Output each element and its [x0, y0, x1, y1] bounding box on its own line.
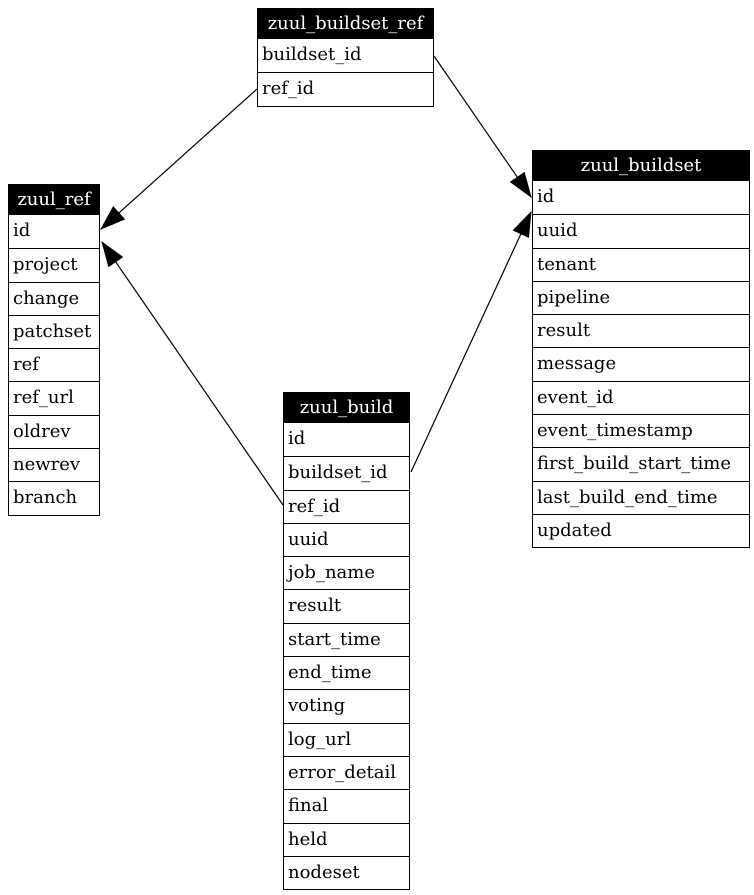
table-column: uuid: [284, 522, 409, 557]
table-column: end_time: [284, 656, 409, 690]
table-column: buildset_id: [284, 456, 409, 490]
table-title: zuul_build: [284, 393, 409, 423]
table-column: held: [284, 822, 409, 856]
table-column: pipeline: [533, 280, 749, 315]
table-column: buildset_id: [258, 39, 433, 73]
table-column: branch: [9, 481, 99, 515]
table-title: zuul_buildset: [533, 151, 749, 181]
table-column: ref_id: [284, 489, 409, 523]
relationship-edge-zuul_buildset_ref-ref_id: [100, 88, 258, 230]
table-column: event_timestamp: [533, 414, 749, 448]
table-column: message: [533, 347, 749, 381]
table-column: first_build_start_time: [533, 447, 749, 481]
table-column: id: [9, 215, 99, 249]
table-column: ref_url: [9, 381, 99, 415]
table-column: id: [533, 181, 749, 215]
table-column: tenant: [533, 247, 749, 281]
relationship-edge-zuul_buildset_ref-buildset_id: [433, 55, 532, 199]
table-column: start_time: [284, 622, 409, 657]
table-column: updated: [533, 513, 749, 548]
table-column: final: [284, 789, 409, 823]
table-column: oldrev: [9, 414, 99, 449]
table-column: last_build_end_time: [533, 480, 749, 514]
table-column: patchset: [9, 314, 99, 349]
table-column: change: [9, 281, 99, 315]
table-column: result: [533, 314, 749, 348]
table-column: ref: [9, 348, 99, 382]
table-column: event_id: [533, 380, 749, 415]
table-title: zuul_ref: [9, 185, 99, 215]
table-column: voting: [284, 689, 409, 723]
table-column: newrev: [9, 448, 99, 482]
table-title: zuul_buildset_ref: [258, 9, 433, 39]
table-column: job_name: [284, 556, 409, 590]
relationship-edge-zuul_build-buildset_id: [410, 210, 532, 473]
table-column: ref_id: [258, 72, 433, 106]
table-column: nodeset: [284, 855, 409, 890]
table-column: error_detail: [284, 755, 409, 790]
edge-layer: [100, 55, 532, 506]
table-column: result: [284, 589, 409, 623]
table-column: log_url: [284, 722, 409, 756]
table-column: uuid: [533, 214, 749, 248]
table-column: id: [284, 423, 409, 457]
table-column: project: [9, 248, 99, 282]
relationship-edge-zuul_build-ref_id: [101, 240, 284, 506]
